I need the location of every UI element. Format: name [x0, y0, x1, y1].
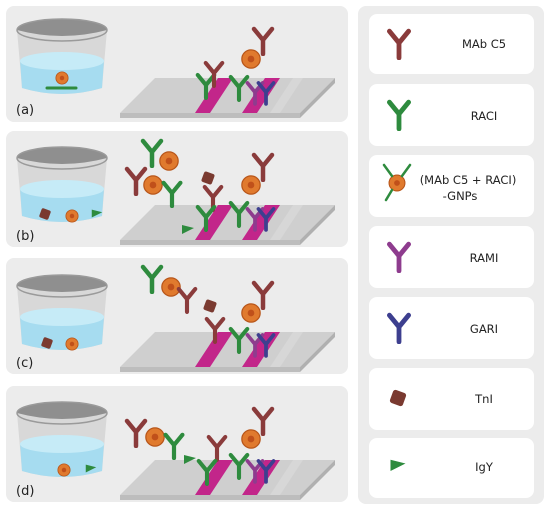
legend-label: GARI — [470, 322, 498, 336]
legend-item-rami: RAMI — [369, 226, 534, 288]
panel-label: (c) — [16, 356, 33, 371]
legend-label-line2: -GNPs — [443, 189, 478, 203]
legend-item-raci: RACI — [369, 84, 534, 146]
gold-nanoparticle-icon — [161, 277, 181, 297]
gold-nanoparticle-icon — [241, 429, 261, 449]
test-strip-icon — [120, 205, 335, 245]
test-strip-icon — [120, 78, 335, 118]
legend-item-tni: TnI — [369, 368, 534, 430]
legend-label: IgY — [475, 460, 494, 474]
legend-item-gnps: (MAb C5 + RACI) -GNPs — [369, 155, 534, 217]
legend-label: RACI — [471, 109, 498, 123]
gold-nanoparticle-icon — [241, 303, 261, 323]
legend: MAb C5 RACI (MAb C5 + RACI) -GNPs RAMI G… — [358, 6, 544, 504]
test-strip-icon — [120, 460, 335, 500]
gold-nanoparticle-icon — [65, 337, 79, 351]
legend-label: TnI — [474, 392, 493, 406]
legend-item-igy: IgY — [369, 438, 534, 498]
panel-label: (b) — [16, 229, 34, 244]
legend-item-gari: GARI — [369, 297, 534, 359]
gold-nanoparticle-icon — [388, 174, 406, 192]
panel-label: (d) — [16, 484, 34, 499]
gold-nanoparticle-icon — [145, 427, 165, 447]
gold-nanoparticle-icon — [65, 209, 79, 223]
legend-label: RAMI — [470, 251, 499, 265]
panel-c: (c) — [6, 258, 348, 374]
legend-item-mab-c5: MAb C5 — [369, 14, 534, 74]
gold-nanoparticle-icon — [241, 175, 261, 195]
gold-nanoparticle-icon — [57, 463, 71, 477]
panel-label: (a) — [16, 103, 34, 118]
beaker-icon — [16, 274, 108, 351]
panel-a: (a) — [6, 6, 348, 122]
legend-label: MAb C5 — [462, 37, 506, 51]
gold-nanoparticle-icon — [143, 175, 163, 195]
gold-nanoparticle-icon — [241, 49, 261, 69]
legend-label: (MAb C5 + RACI) — [420, 173, 517, 187]
gold-nanoparticle-icon — [55, 71, 69, 85]
panel-b: (b) — [6, 131, 348, 247]
gold-nanoparticle-icon — [159, 151, 179, 171]
antibody-arms-icon — [382, 163, 412, 202]
test-strip-icon — [120, 332, 335, 372]
panel-d: (d) — [6, 386, 348, 502]
